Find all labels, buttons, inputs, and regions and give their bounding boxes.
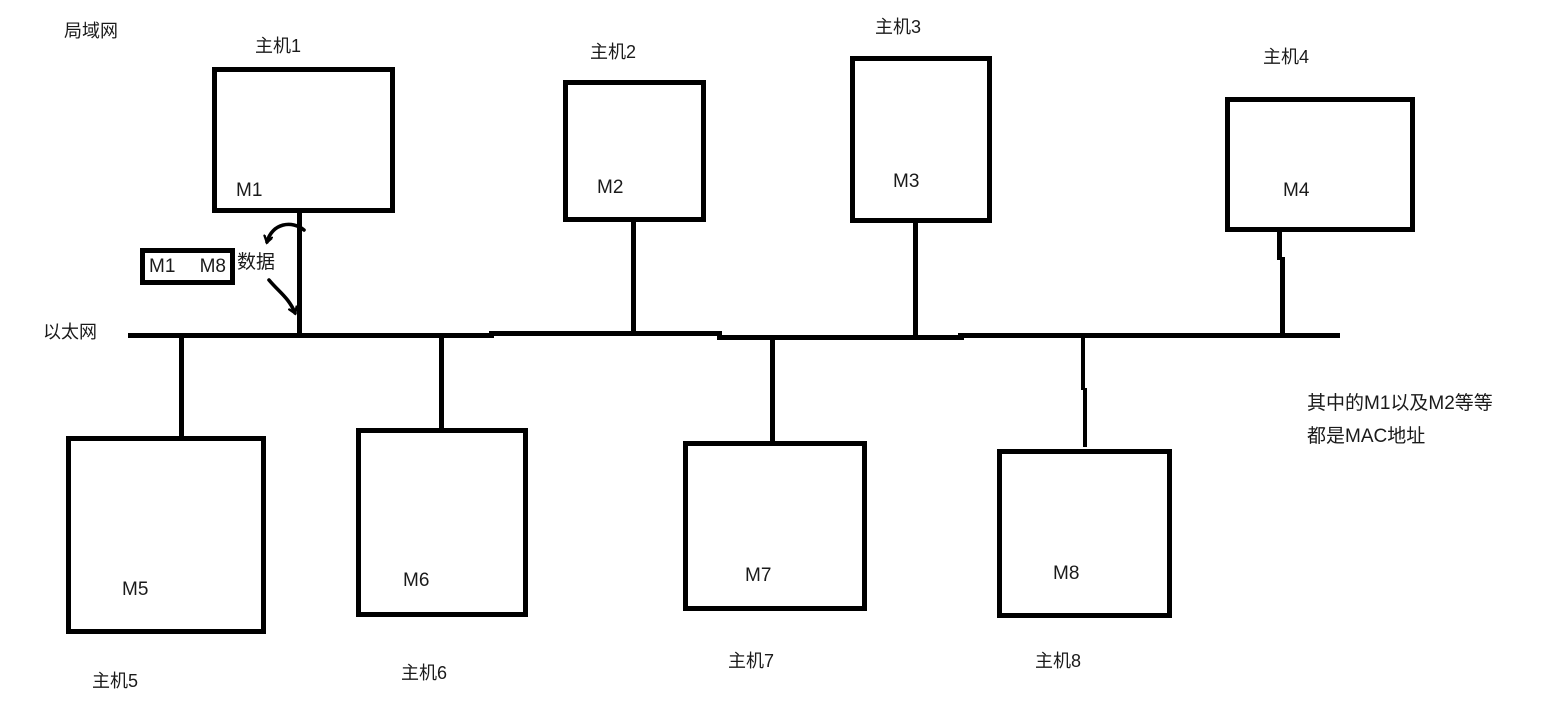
host-2-label: 主机2: [590, 42, 637, 62]
host-5-box: [66, 436, 266, 634]
host-6-box: [356, 428, 528, 617]
host-5-label: 主机5: [92, 671, 139, 691]
ethernet-bus-segment: [958, 333, 1340, 338]
host-2-connector: [631, 222, 636, 336]
note-line-2: 都是MAC地址: [1307, 426, 1426, 447]
host-6-mac-label: M6: [403, 570, 430, 591]
host-4-label: 主机4: [1263, 47, 1310, 67]
host-8-connector: [1081, 336, 1085, 390]
data-frame-box: M1 M8: [140, 248, 235, 285]
host-4-connector: [1277, 232, 1282, 260]
host-3-connector: [913, 223, 918, 337]
ethernet-bus-segment: [489, 331, 722, 336]
host-2-box: [563, 80, 706, 222]
host-7-box: [683, 441, 867, 611]
host-3-box: [850, 56, 992, 223]
ethernet-bus-segment: [717, 335, 964, 340]
host-4-mac-label: M4: [1283, 180, 1310, 201]
curved-arrow-to-bus: [267, 278, 295, 313]
lan-title: 局域网: [64, 21, 118, 41]
host-1-box: [212, 67, 395, 213]
host-3-label: 主机3: [875, 17, 922, 37]
data-frame-label: 数据: [237, 252, 276, 273]
host-7-label: 主机7: [728, 651, 775, 671]
ethernet-bus-segment: [128, 333, 494, 338]
host-7-mac-label: M7: [745, 565, 772, 586]
host-8-label: 主机8: [1035, 651, 1082, 671]
host-1-connector: [297, 213, 302, 335]
ethernet-bus-label: 以太网: [43, 322, 97, 342]
mac-note: 其中的M1以及M2等等 都是MAC地址: [1307, 387, 1493, 453]
host-8-mac-label: M8: [1053, 563, 1080, 584]
host-4-box: [1225, 97, 1415, 232]
host-8-connector: [1083, 388, 1087, 447]
frame-src-mac: M1: [149, 255, 176, 277]
host-1-mac-label: M1: [236, 180, 263, 201]
host-6-connector: [439, 334, 444, 430]
host-3-mac-label: M3: [893, 171, 920, 192]
host-2-mac-label: M2: [597, 177, 624, 198]
frame-dst-mac: M8: [199, 255, 226, 277]
host-5-mac-label: M5: [122, 579, 149, 600]
host-5-connector: [179, 336, 184, 436]
host-1-label: 主机1: [255, 36, 302, 56]
host-7-connector: [770, 336, 775, 442]
host-4-connector: [1280, 257, 1285, 337]
host-8-box: [997, 449, 1172, 618]
host-6-label: 主机6: [401, 663, 448, 683]
note-line-1: 其中的M1以及M2等等: [1307, 393, 1493, 414]
